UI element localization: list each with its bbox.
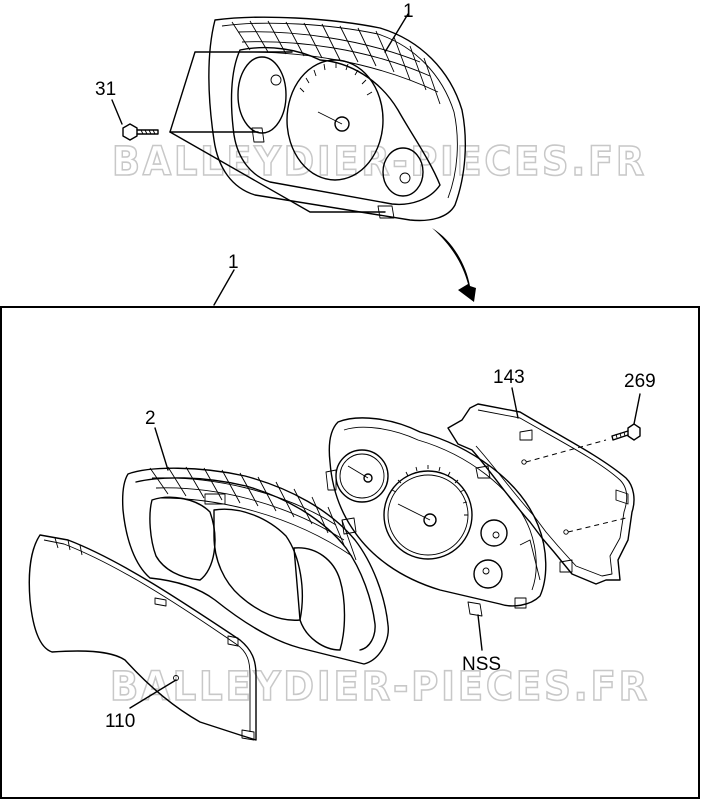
- leader-1-main: [213, 269, 235, 306]
- fuel-gauge-top: [382, 147, 424, 197]
- callout-1-main: 1: [228, 252, 239, 273]
- leader-269: [633, 393, 641, 425]
- leader-screw-31: [169, 51, 293, 133]
- leader-2: [154, 427, 169, 471]
- cluster-assembly-top: [208, 16, 466, 222]
- leader-1-top: [384, 13, 409, 53]
- bezel-2: [121, 466, 389, 665]
- leader-143: [511, 387, 519, 419]
- watermark-upper: BALLEYDIER-PIECES.FR: [112, 139, 647, 185]
- callout-nss: NSS: [462, 654, 501, 675]
- callout-269: 269: [624, 371, 656, 392]
- watermark-lower: BALLEYDIER-PIECES.FR: [110, 664, 650, 710]
- callout-2: 2: [145, 408, 156, 429]
- speedometer-top: [286, 59, 384, 181]
- grille-bezel: [149, 466, 357, 561]
- board-screw-line-1: [525, 439, 607, 463]
- leader-110: [129, 679, 177, 709]
- detail-frame: [0, 306, 700, 799]
- explode-arrow: [432, 228, 476, 302]
- speedometer: [383, 470, 473, 560]
- callout-1-top: 1: [403, 1, 414, 22]
- callout-31: 31: [95, 79, 116, 100]
- lens-110: [28, 534, 257, 741]
- leader-31: [111, 99, 123, 125]
- callout-143: 143: [493, 367, 525, 388]
- tachometer: [335, 449, 389, 503]
- circuit-board-143: [447, 403, 635, 585]
- leader-nss: [477, 614, 483, 651]
- fuel-gauge: [480, 519, 508, 547]
- screw-31: [122, 123, 159, 141]
- temp-gauge: [473, 559, 503, 589]
- gauge-unit-nss: [325, 417, 547, 617]
- tachometer-top: [237, 56, 287, 134]
- board-screw-line-2: [567, 517, 627, 533]
- screw-269: [611, 423, 641, 441]
- callout-110: 110: [105, 711, 135, 732]
